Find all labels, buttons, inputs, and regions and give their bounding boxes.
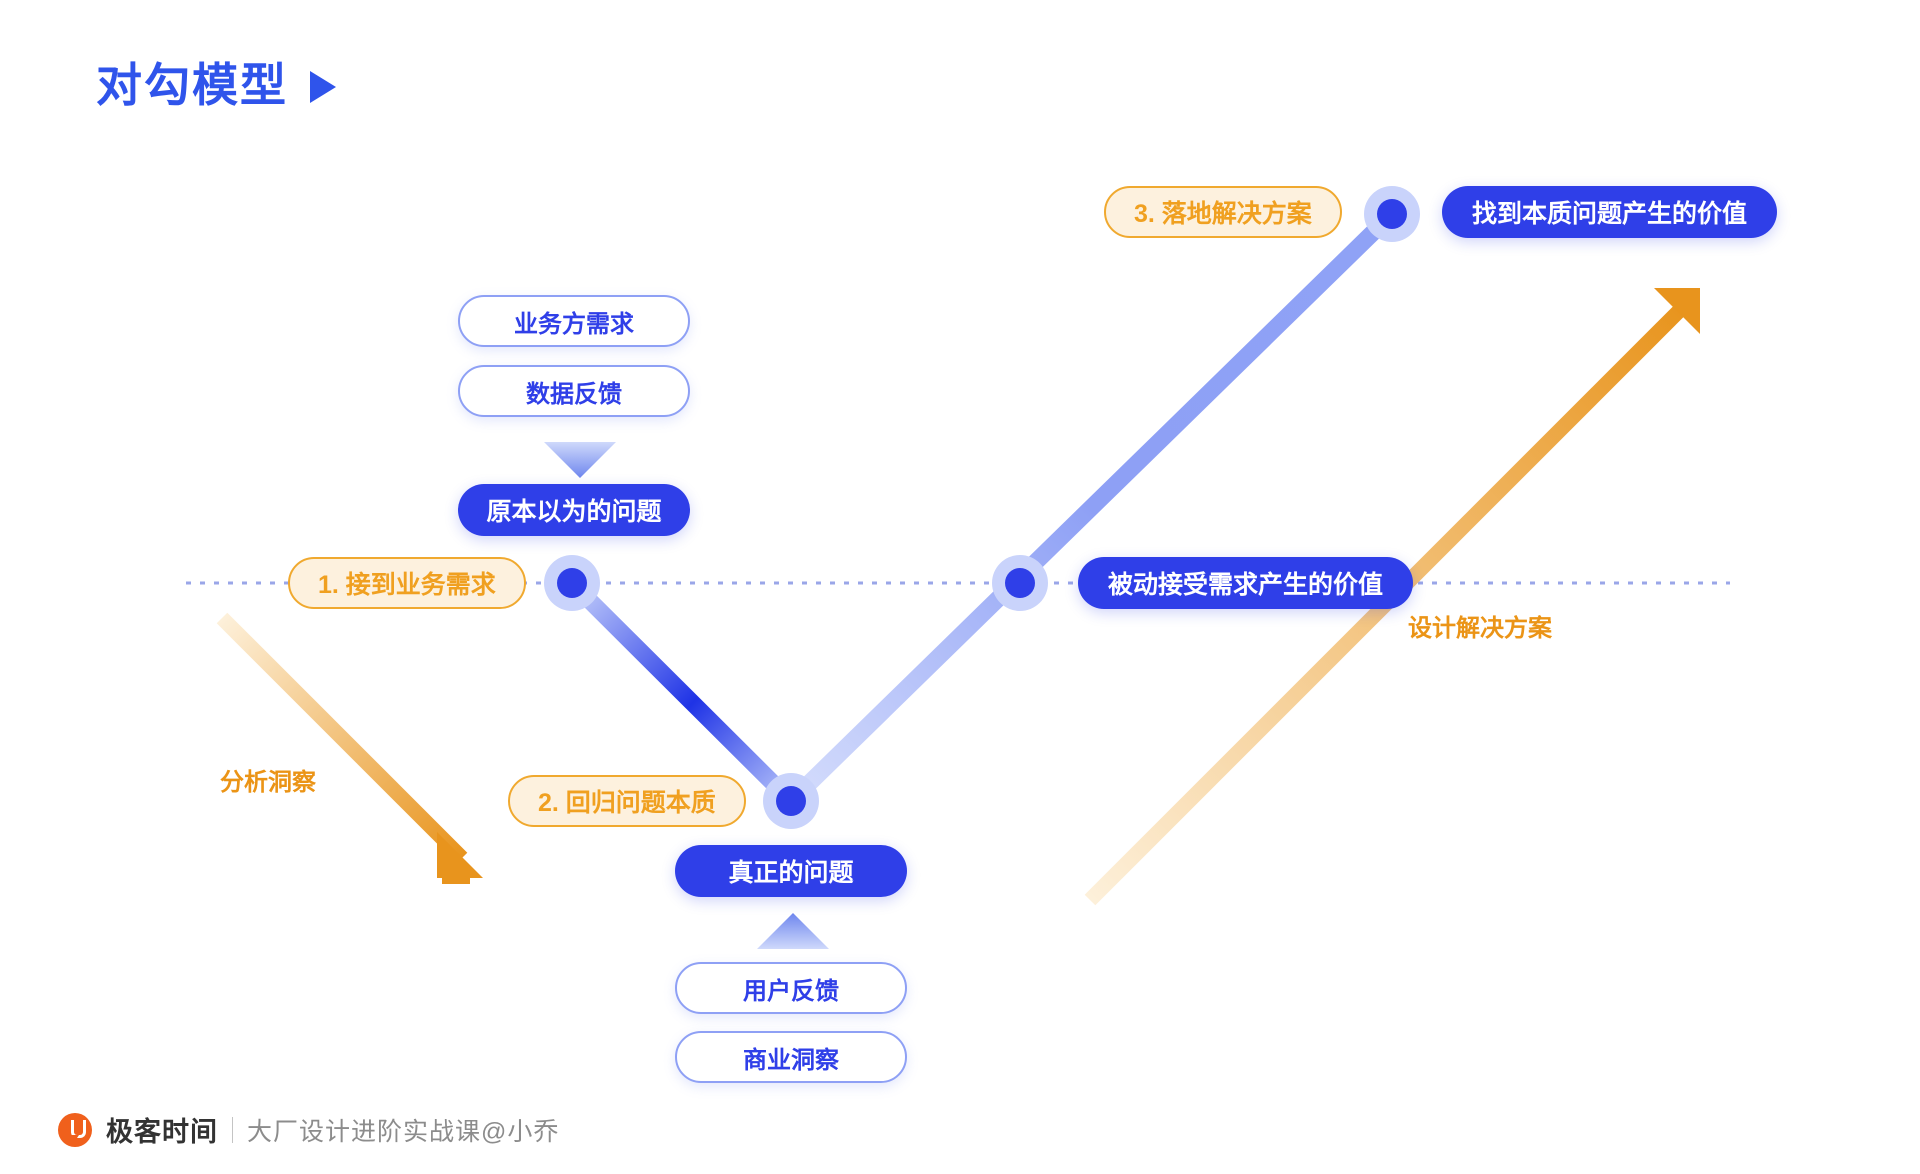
essential-value-pill[interactable]: 找到本质问题产生的价值	[1442, 186, 1778, 238]
step-2-pill[interactable]: 2. 回归问题本质	[508, 775, 746, 827]
brand-name: 极客时间	[106, 1117, 218, 1147]
step-3-pill[interactable]: 3. 落地解决方案	[1104, 186, 1342, 238]
step-1-pill[interactable]: 1. 接到业务需求	[288, 557, 526, 609]
play-triangle-icon	[310, 71, 336, 103]
bottom-inputs-arrow-icon	[757, 913, 829, 949]
assumed-problem-pill[interactable]: 原本以为的问题	[458, 484, 690, 536]
top-input-2[interactable]: 数据反馈	[458, 365, 690, 417]
checkmark-down-stroke	[563, 574, 800, 810]
page-title: 对勾模型	[96, 62, 336, 108]
node-step1[interactable]	[544, 555, 600, 611]
course-name: 大厂设计进阶实战课@小乔	[247, 1117, 560, 1146]
analyze-arrow-head	[442, 838, 470, 884]
real-problem-pill[interactable]: 真正的问题	[675, 845, 907, 897]
top-inputs-arrow-icon	[544, 442, 616, 478]
footer-divider	[232, 1116, 233, 1143]
checkmark-up-stroke	[782, 205, 1401, 810]
node-step2[interactable]	[763, 773, 819, 829]
analyze-insight-label: 分析洞察	[220, 769, 316, 796]
geek-time-logo-icon	[58, 1112, 92, 1147]
bottom-input-2[interactable]: 商业洞察	[675, 1031, 907, 1083]
node-step3[interactable]	[1364, 186, 1420, 242]
analyze-arrow-head-tri	[437, 832, 483, 878]
top-input-1[interactable]: 业务方需求	[458, 295, 690, 347]
analyze-arrow-line	[216, 612, 468, 864]
design-arrow-head-tri	[1654, 288, 1700, 334]
title-text: 对勾模型	[96, 59, 288, 111]
design-solution-label: 设计解决方案	[1408, 615, 1552, 642]
footer: 极客时间 大厂设计进阶实战课@小乔	[58, 1110, 559, 1149]
node-passive-value[interactable]	[992, 555, 1048, 611]
bottom-input-1[interactable]: 用户反馈	[675, 962, 907, 1014]
passive-value-pill[interactable]: 被动接受需求产生的价值	[1078, 557, 1414, 609]
